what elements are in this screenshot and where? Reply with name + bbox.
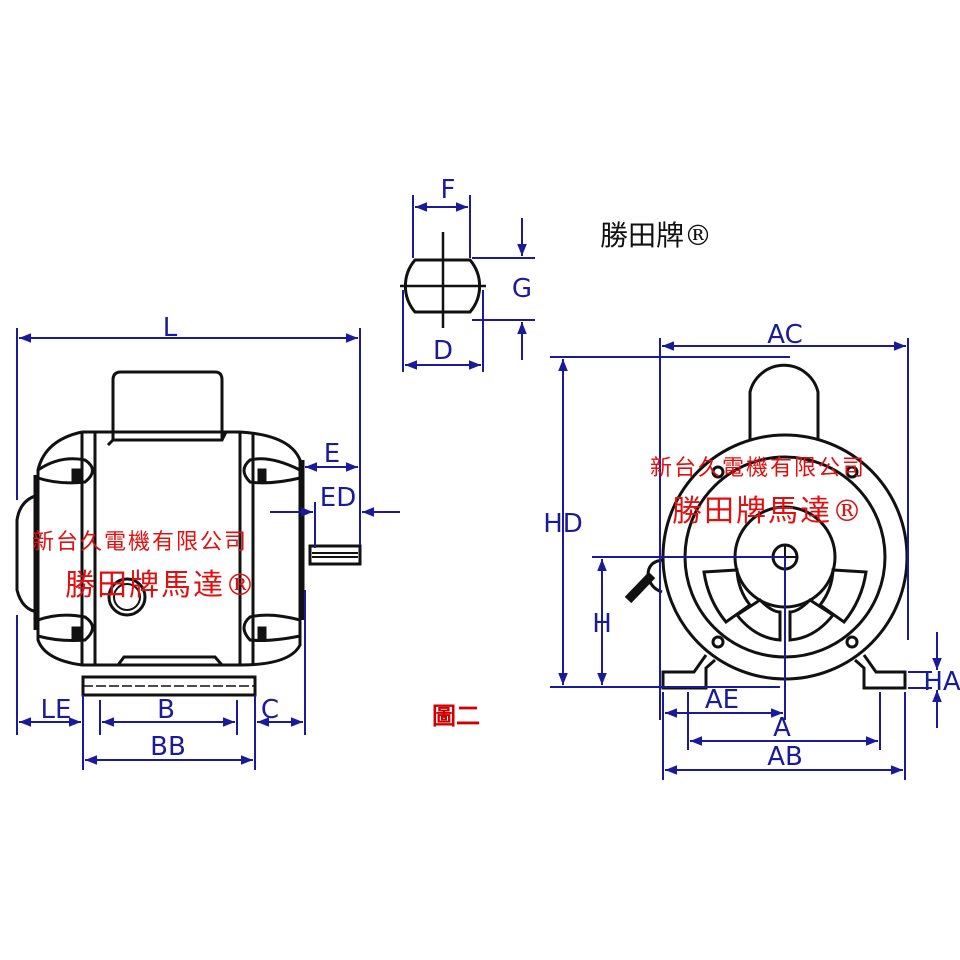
label-LE: LE [41, 695, 72, 725]
label-G: G [512, 274, 532, 304]
label-ED: ED [320, 483, 356, 513]
watermark-brand-left: 勝田牌馬達® [65, 568, 257, 603]
label-D: D [433, 336, 453, 366]
label-B: B [157, 695, 175, 725]
front-view: AC HD H AE A AB HA [543, 320, 960, 780]
shaft-centerlines [400, 232, 486, 328]
label-BB: BB [150, 732, 186, 762]
brand-title: 勝田牌® [600, 219, 713, 252]
label-E: E [324, 439, 340, 469]
label-AC: AC [767, 320, 802, 350]
shaft-section [403, 258, 482, 314]
label-HD: HD [543, 509, 583, 539]
label-C: C [261, 695, 279, 725]
label-H: H [592, 609, 612, 639]
side-view-motor-body [15, 370, 362, 697]
label-AB: AB [767, 742, 803, 772]
watermark-brand-right: 勝田牌馬達® [672, 494, 864, 529]
label-F: F [441, 175, 456, 205]
side-view: L E ED LE B C BB [15, 313, 400, 770]
watermark-company-left: 新台久電機有限公司 [32, 530, 249, 555]
figure-label: 圖二 [432, 701, 480, 730]
watermark-company-right: 新台久電機有限公司 [650, 456, 867, 481]
label-AE: AE [705, 685, 739, 715]
shaft-end-view: F G D [400, 175, 535, 372]
side-view-dimensions [16, 328, 400, 770]
label-A: A [773, 713, 791, 743]
label-L: L [163, 313, 178, 343]
label-HA: HA [923, 667, 960, 697]
